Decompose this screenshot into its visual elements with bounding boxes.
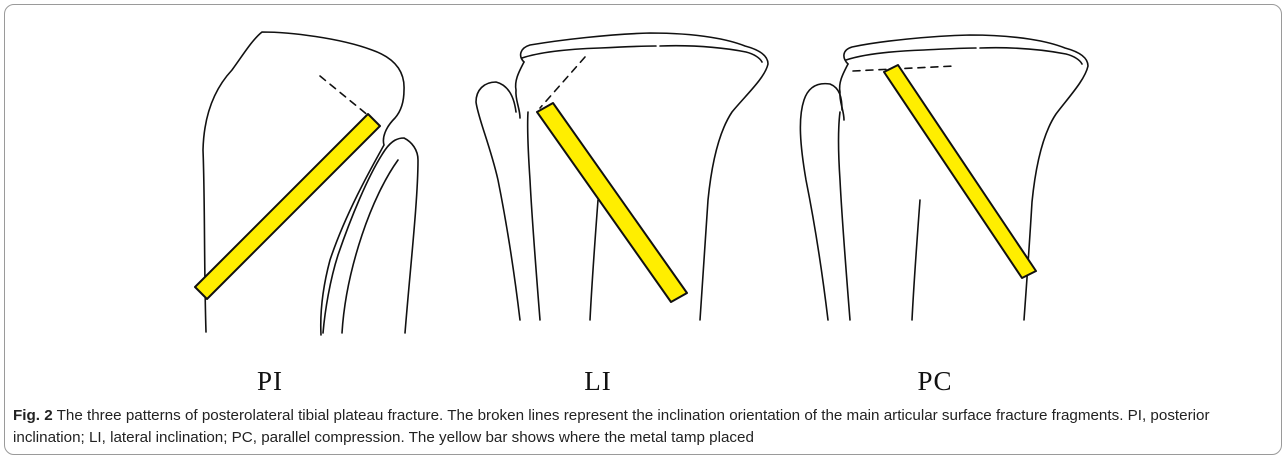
- panel-pi-drawing: [195, 32, 418, 335]
- pi-fibula-inner-line: [342, 160, 398, 333]
- pc-articular-line-right: [980, 48, 1082, 64]
- li-fibula-inner-line: [528, 112, 540, 320]
- li-articular-line: [522, 46, 656, 58]
- pc-fibula-inner-line: [839, 112, 851, 320]
- panel-pc-drawing: [800, 35, 1088, 320]
- pc-tamp-bar: [884, 65, 1036, 278]
- figure-number: Fig. 2: [13, 407, 53, 424]
- panel-li-drawing: [476, 33, 768, 320]
- li-tamp-bar: [537, 103, 687, 302]
- pc-tibia-shaft-inner: [912, 200, 920, 320]
- panel-label-pc: PC: [917, 366, 952, 397]
- panel-label-pi: PI: [257, 366, 283, 397]
- li-tibia-left: [516, 62, 524, 118]
- panel-label-li: LI: [584, 366, 611, 397]
- li-broken-line: [540, 57, 585, 108]
- pc-broken-line: [853, 66, 954, 71]
- li-articular-line-right: [660, 46, 762, 62]
- pc-fibula-head-outline: [800, 84, 842, 320]
- li-fibula-head-outline: [476, 82, 520, 320]
- figure-caption: Fig. 2 The three patterns of posterolate…: [13, 405, 1275, 448]
- caption-text: The three patterns of posterolateral tib…: [13, 407, 1210, 446]
- li-tibia-shaft-inner: [590, 200, 598, 320]
- pc-articular-line: [846, 48, 976, 60]
- li-plateau-top: [521, 33, 768, 320]
- pc-tibia-left: [840, 64, 848, 120]
